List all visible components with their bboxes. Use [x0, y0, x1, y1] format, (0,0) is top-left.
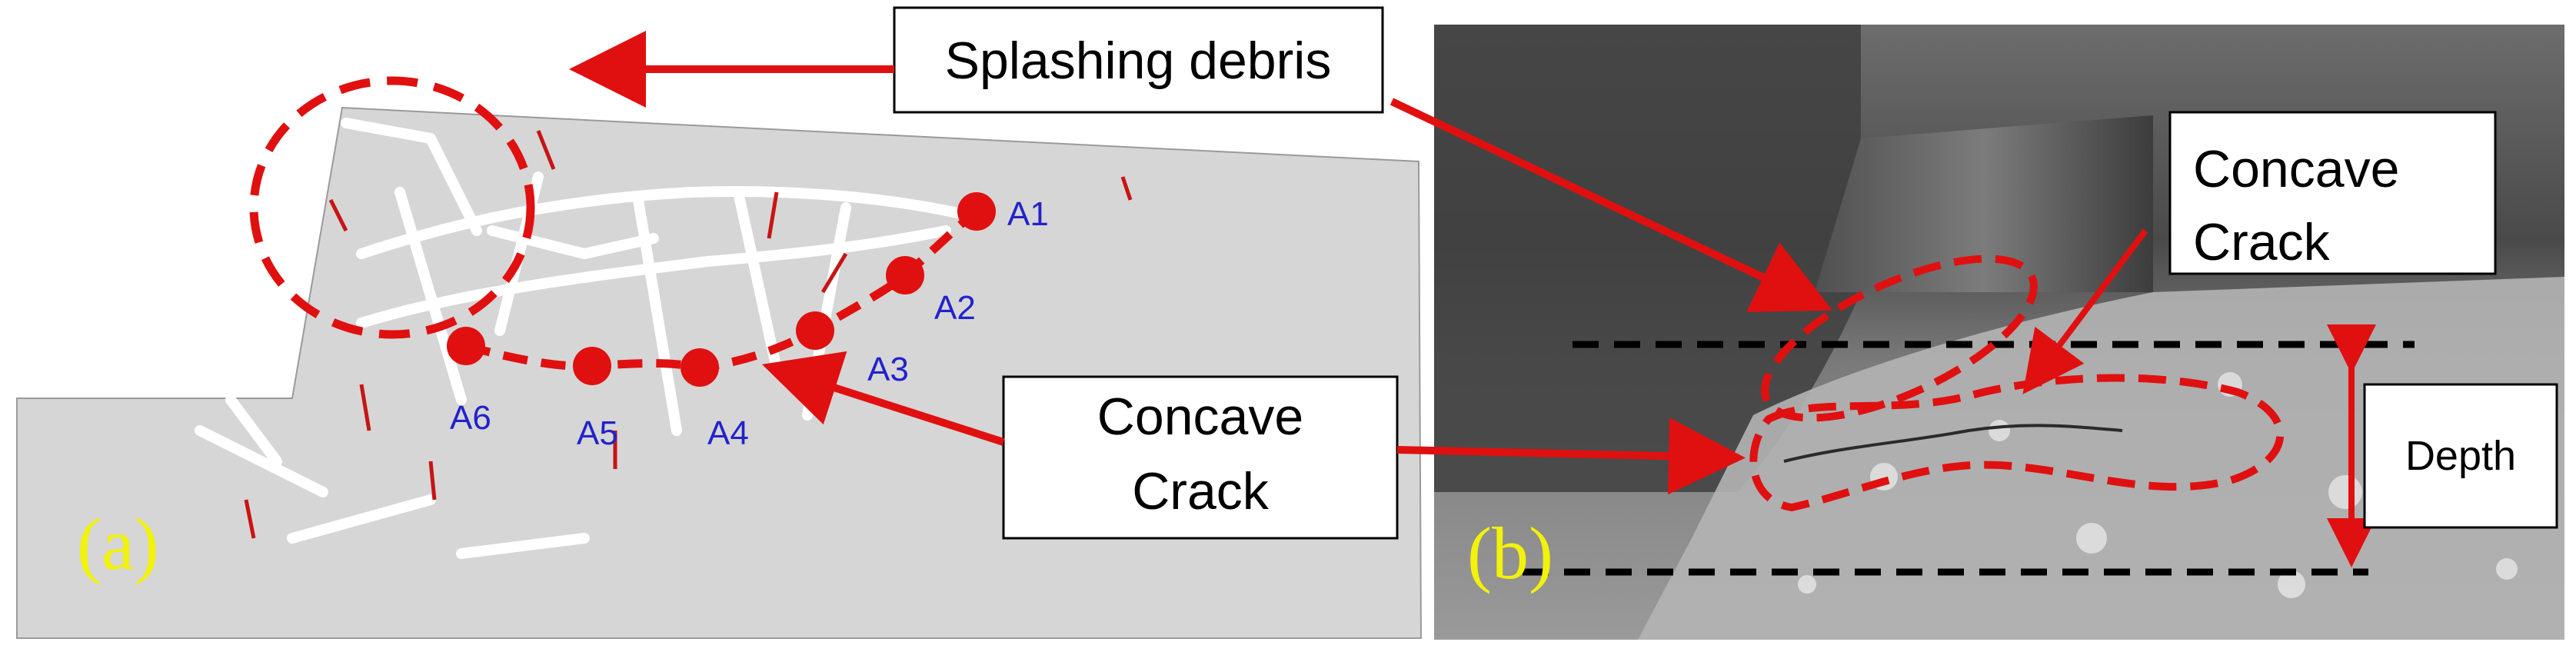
photo-tool: [1815, 115, 2153, 292]
point-marker-a4: [681, 348, 719, 387]
panel-b: Depth (b): [1434, 25, 2564, 640]
point-label-a3: A3: [867, 351, 909, 388]
point-markers: [447, 192, 996, 387]
splashing-debris-box: [893, 6, 1384, 114]
arrow-debris-to-ellipse: [1390, 98, 1833, 312]
point-marker-a2: [886, 256, 924, 294]
point-label-a4: A4: [707, 414, 749, 452]
panel-a: A1 A2 A3 A4 A5 A6 (a): [16, 64, 1423, 639]
concave-crack-box-b: [2168, 111, 2497, 275]
point-marker-a5: [573, 347, 611, 385]
point-label-a5: A5: [577, 414, 618, 452]
concave-crack-region: [1749, 374, 2284, 512]
panel-label-b: (b): [1467, 512, 1553, 594]
depth-label: Depth: [2405, 433, 2516, 479]
callouts: Splashing debris Concave Crack Concave C…: [569, 6, 2497, 540]
photo-tool-shadow: [1434, 25, 1861, 492]
concave-crack-label-a-line1: Concave: [1097, 388, 1303, 446]
point-marker-a6: [447, 327, 485, 365]
concave-crack-box-a: [1002, 375, 1399, 540]
concave-crack-label-a-line2: Crack: [1132, 462, 1270, 521]
concave-crack-label-b-line1: Concave: [2193, 140, 2399, 198]
point-label-a1: A1: [1007, 195, 1049, 233]
concave-crack-label-b-line2: Crack: [2193, 213, 2331, 271]
panel-label-a: (a): [77, 503, 159, 585]
crack-fragments: [244, 130, 1133, 539]
point-label-a6: A6: [450, 399, 491, 437]
arrow-crack-to-region: [1396, 417, 1746, 495]
point-marker-a3: [796, 311, 834, 350]
arrow-crack-to-curve: [761, 351, 1005, 446]
debris-circle: [249, 76, 535, 339]
photo-crack-line: [1783, 424, 2123, 463]
depth-box: [2363, 383, 2558, 529]
debris-ellipse: [1761, 254, 2038, 422]
point-label-a2: A2: [934, 289, 976, 327]
point-marker-a1: [957, 192, 996, 231]
arrow-crack-b-to-region: [2022, 228, 2148, 394]
splashing-debris-label: Splashing debris: [945, 32, 1332, 90]
